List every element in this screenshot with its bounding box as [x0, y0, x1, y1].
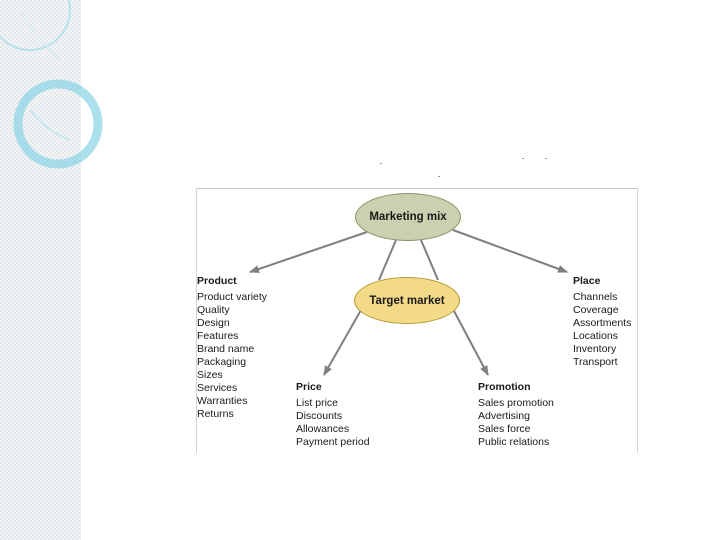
price-item: Discounts: [296, 410, 370, 423]
product-item: Brand name: [197, 343, 267, 356]
arrow-to-promotion: [454, 311, 488, 375]
target-market-node: Target market: [354, 277, 460, 324]
price-group: Price List price Discounts Allowances Pa…: [296, 381, 370, 449]
place-item: Assortments: [573, 317, 631, 330]
price-item: Payment period: [296, 436, 370, 449]
product-item: Features: [197, 330, 267, 343]
price-item: List price: [296, 397, 370, 410]
product-item: Services: [197, 382, 267, 395]
place-item: Channels: [573, 291, 631, 304]
promotion-group: Promotion Sales promotion Advertising Sa…: [478, 381, 554, 449]
product-item: Packaging: [197, 356, 267, 369]
marketing-mix-node: Marketing mix: [355, 193, 461, 241]
place-title: Place: [573, 275, 631, 288]
marketing-mix-label: Marketing mix: [369, 211, 446, 223]
arrow-to-price: [324, 310, 361, 375]
price-item: Allowances: [296, 423, 370, 436]
arrow-to-product: [250, 232, 367, 272]
product-item: Design: [197, 317, 267, 330]
place-item: Inventory: [573, 343, 631, 356]
product-item: Product variety: [197, 291, 267, 304]
target-market-label: Target market: [369, 295, 444, 307]
promotion-item: Advertising: [478, 410, 554, 423]
line-to-target-left: [379, 240, 396, 280]
product-title: Product: [197, 275, 267, 288]
product-group: Product Product variety Quality Design F…: [197, 275, 267, 421]
promotion-item: Sales force: [478, 423, 554, 436]
price-title: Price: [296, 381, 370, 394]
product-item: Sizes: [197, 369, 267, 382]
product-item: Returns: [197, 408, 267, 421]
product-item: Quality: [197, 304, 267, 317]
place-item: Coverage: [573, 304, 631, 317]
place-item: Transport: [573, 356, 631, 369]
place-item: Locations: [573, 330, 631, 343]
promotion-item: Public relations: [478, 436, 554, 449]
product-item: Warranties: [197, 395, 267, 408]
promotion-item: Sales promotion: [478, 397, 554, 410]
place-group: Place Channels Coverage Assortments Loca…: [573, 275, 631, 369]
arrow-to-place: [453, 230, 567, 272]
line-to-target-right: [421, 240, 438, 280]
promotion-title: Promotion: [478, 381, 554, 394]
